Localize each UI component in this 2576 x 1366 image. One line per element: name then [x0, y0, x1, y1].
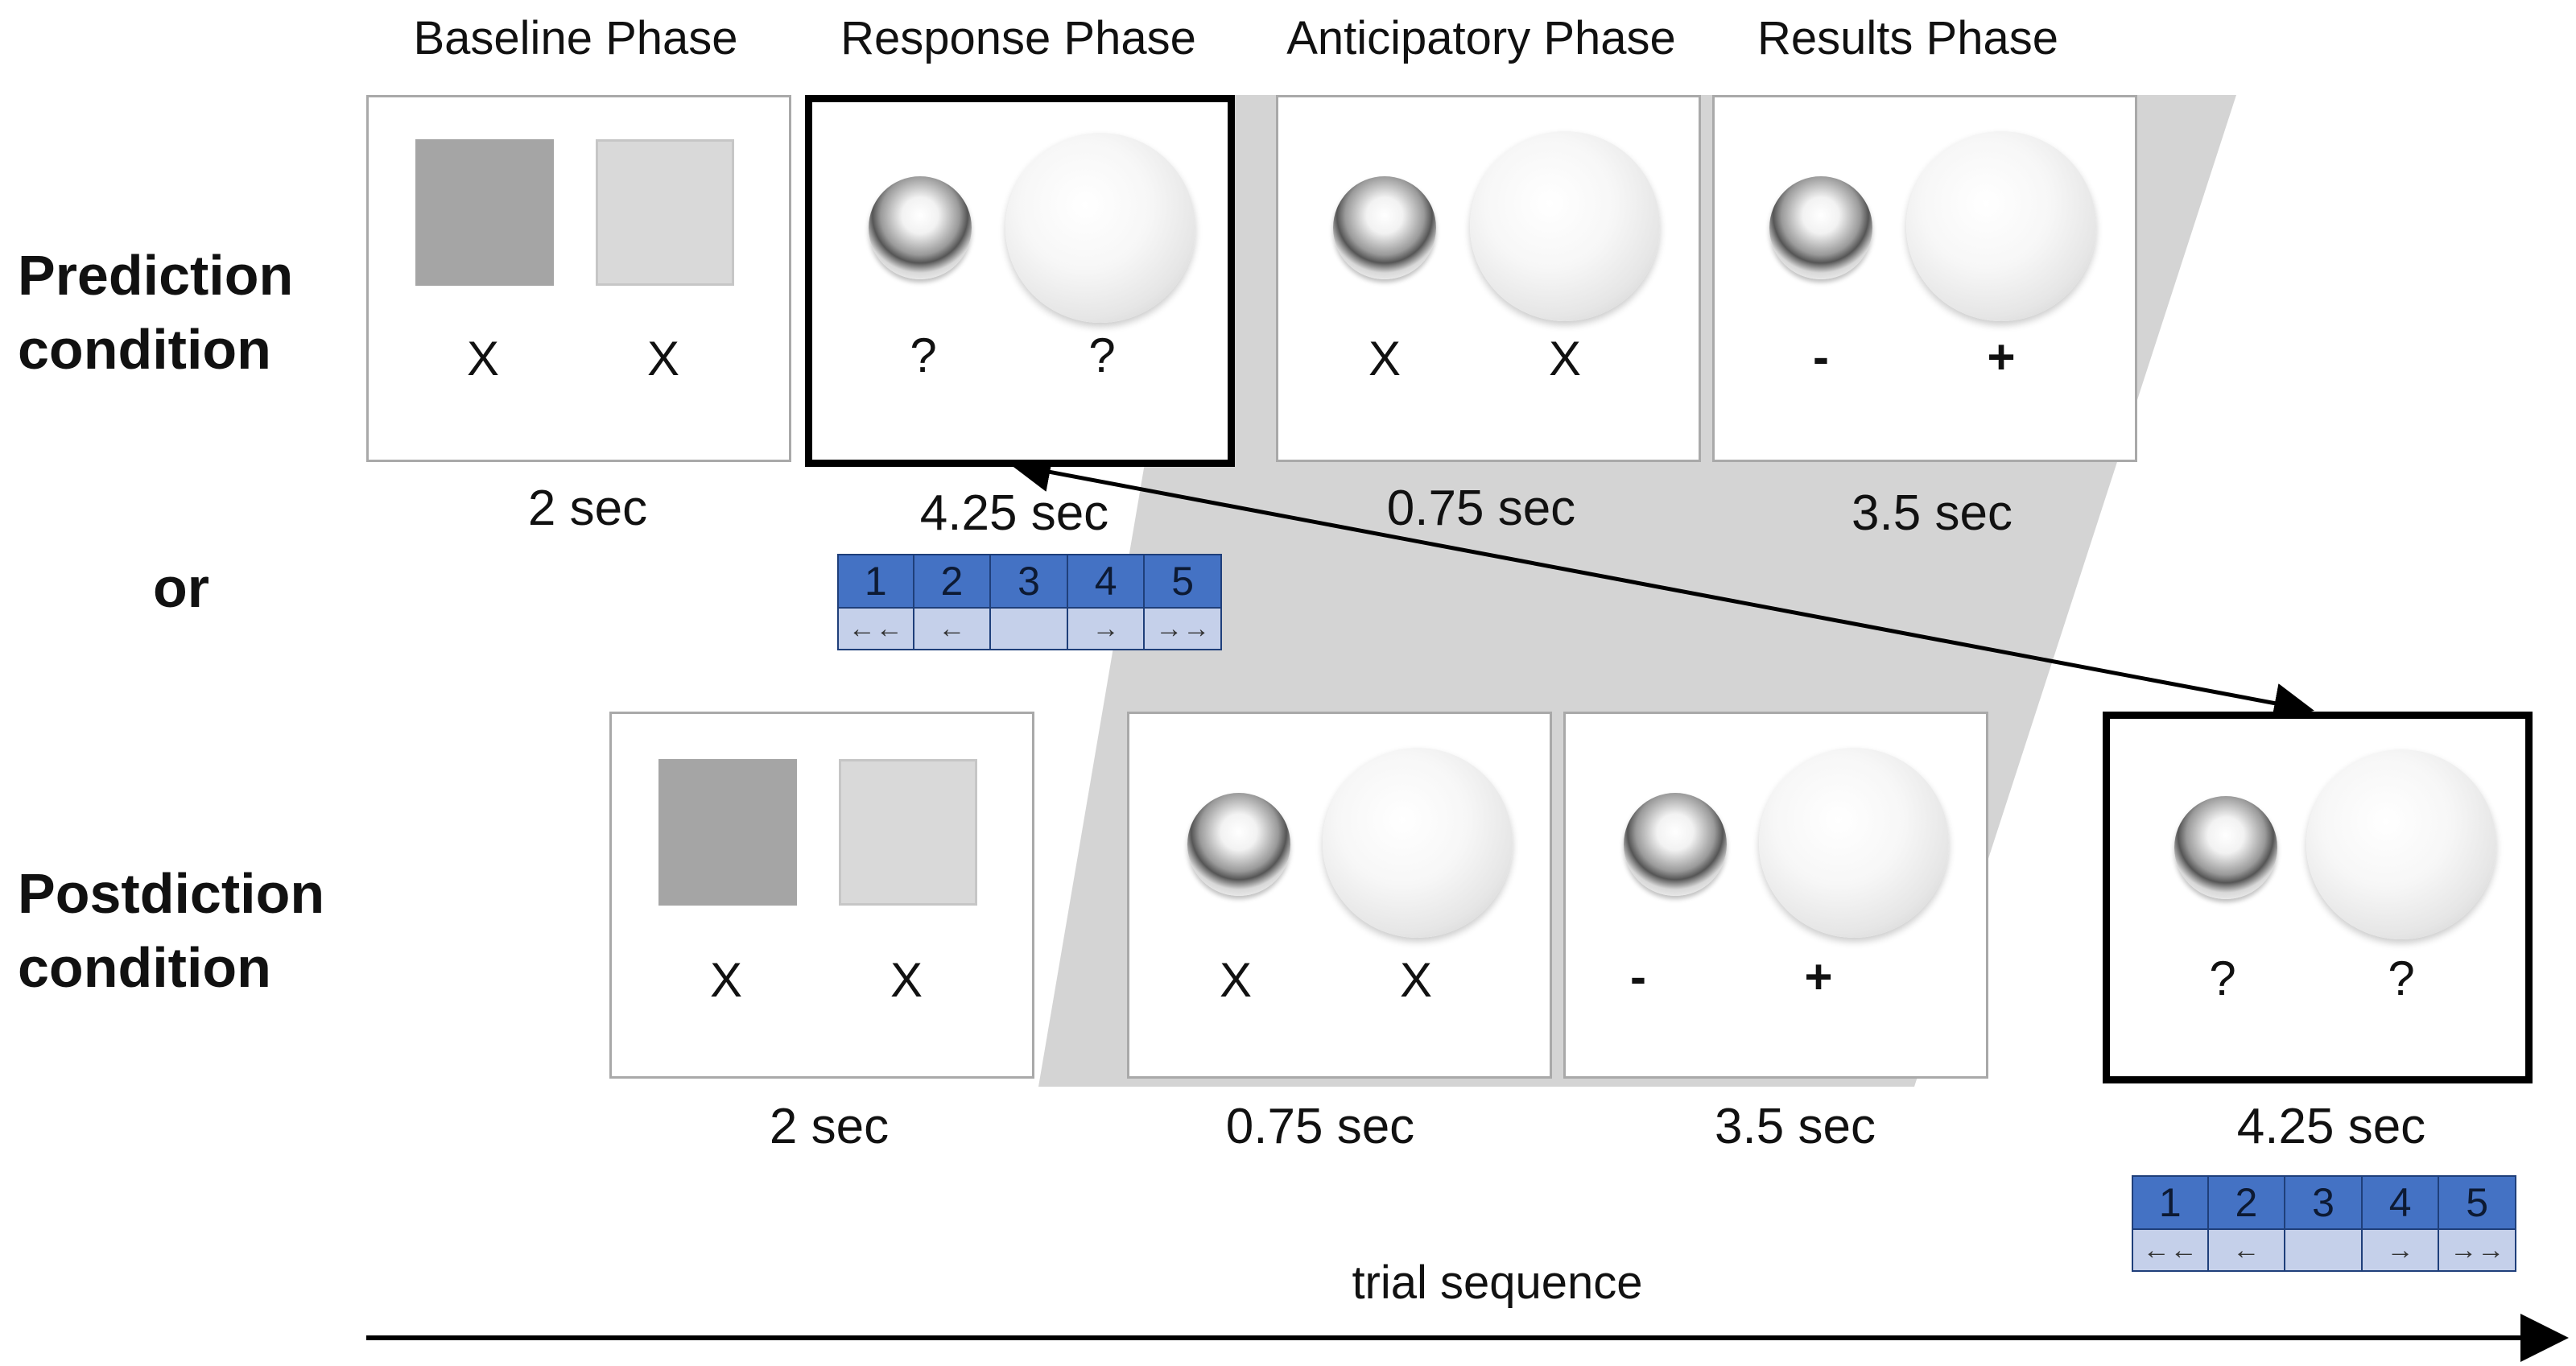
scale-arrow — [991, 609, 1068, 650]
choice-symbol-right: X — [1548, 332, 1582, 386]
choice-symbol-right: X — [1399, 953, 1433, 1007]
white-ball-icon — [1759, 748, 1949, 938]
metal-ball-icon — [2174, 796, 2277, 899]
white-ball-icon — [1323, 748, 1513, 938]
response-link-arrow — [1010, 452, 2314, 724]
choice-symbol-left: ? — [2209, 951, 2236, 1005]
light-square — [839, 759, 977, 906]
response-scale: 1 2 3 4 5 ←← ← → →→ — [837, 554, 1222, 650]
anticipatory-duration: 0.75 sec — [1386, 481, 1576, 536]
scale-arrow: → — [2362, 1230, 2440, 1272]
scale-arrow: ← — [2208, 1230, 2286, 1272]
choice-symbol-left: ? — [910, 328, 937, 382]
metal-ball-icon — [869, 176, 972, 279]
baseline-duration: 2 sec — [527, 481, 648, 536]
baseline-phase-title: Baseline Phase — [413, 12, 738, 64]
metal-ball-icon — [1333, 176, 1436, 279]
or-label: or — [153, 556, 209, 619]
scale-arrow: →→ — [2439, 1230, 2516, 1272]
result-symbol-plus: + — [1987, 330, 2016, 384]
choice-symbol-left: X — [1368, 332, 1402, 386]
prediction-response-panel: ? ? — [805, 95, 1235, 467]
scale-number: 4 — [1067, 554, 1146, 609]
result-symbol-plus: + — [1804, 950, 1833, 1004]
postdiction-results-panel: - + — [1563, 712, 1988, 1079]
result-symbol-minus: - — [1813, 330, 1829, 384]
scale-number: 2 — [2208, 1175, 2286, 1230]
prediction-anticipatory-panel: X X — [1276, 95, 1701, 462]
results-duration: 3.5 sec — [1852, 485, 2013, 541]
metal-ball-icon — [1769, 176, 1872, 279]
choice-symbol-left: X — [466, 332, 500, 386]
white-ball-icon — [1470, 131, 1660, 321]
response-duration: 4.25 sec — [2236, 1099, 2426, 1154]
scale-arrow: → — [1067, 609, 1146, 650]
white-ball-icon — [1005, 133, 1195, 323]
scale-number: 1 — [837, 554, 914, 609]
choice-symbol-right: X — [646, 332, 680, 386]
prediction-results-panel: - + — [1712, 95, 2137, 462]
scale-number: 1 — [2132, 1175, 2209, 1230]
scale-number: 3 — [2285, 1175, 2363, 1230]
choice-symbol-right: ? — [1088, 328, 1116, 382]
postdiction-baseline-panel: X X — [609, 712, 1034, 1079]
postdiction-anticipatory-panel: X X — [1127, 712, 1552, 1079]
prediction-baseline-panel: X X — [366, 95, 791, 462]
response-scale: 1 2 3 4 5 ←← ← → →→ — [2132, 1175, 2516, 1272]
scale-number: 5 — [2439, 1175, 2516, 1230]
choice-symbol-right: ? — [2388, 951, 2415, 1005]
white-ball-icon — [2306, 749, 2496, 939]
scale-arrow — [2285, 1230, 2363, 1272]
postdiction-response-panel: ? ? — [2103, 712, 2533, 1083]
white-ball-icon — [1906, 131, 2096, 321]
scale-arrow: ←← — [837, 609, 914, 650]
scale-arrow: ←← — [2132, 1230, 2209, 1272]
scale-number: 5 — [1145, 554, 1222, 609]
anticipatory-duration: 0.75 sec — [1225, 1099, 1415, 1154]
metal-ball-icon — [1187, 793, 1290, 896]
scale-number: 3 — [991, 554, 1068, 609]
scale-number: 2 — [914, 554, 992, 609]
anticipatory-phase-title: Anticipatory Phase — [1286, 12, 1676, 64]
dark-square — [415, 139, 554, 286]
dark-square — [658, 759, 797, 906]
light-square — [596, 139, 734, 286]
scale-number: 4 — [2362, 1175, 2440, 1230]
scale-arrow: →→ — [1145, 609, 1222, 650]
trial-sequence-label: trial sequence — [1352, 1257, 1643, 1309]
response-duration: 4.25 sec — [919, 485, 1109, 541]
response-phase-title: Response Phase — [840, 12, 1196, 64]
scale-arrow: ← — [914, 609, 992, 650]
metal-ball-icon — [1624, 793, 1727, 896]
result-symbol-minus: - — [1630, 950, 1646, 1004]
results-duration: 3.5 sec — [1715, 1099, 1876, 1154]
choice-symbol-left: X — [709, 953, 743, 1007]
choice-symbol-left: X — [1219, 953, 1253, 1007]
baseline-duration: 2 sec — [769, 1099, 890, 1154]
choice-symbol-right: X — [890, 953, 923, 1007]
results-phase-title: Results Phase — [1757, 12, 2058, 64]
